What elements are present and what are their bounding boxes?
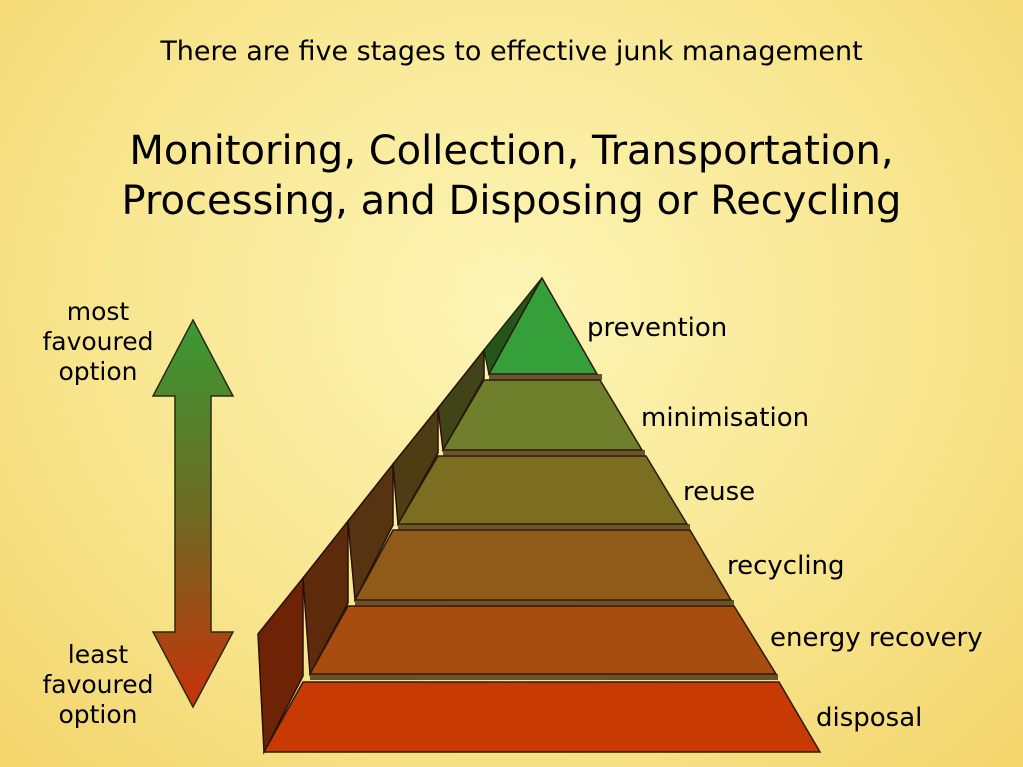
least-favoured-line-1: least — [67, 640, 129, 669]
side-face-minimisation — [437, 347, 485, 453]
page-title: Monitoring, Collection, Transportation, … — [0, 126, 1023, 226]
title-line-2: Processing, and Disposing or Recycling — [121, 178, 902, 224]
double-arrow-icon — [151, 318, 235, 709]
tier-reuse — [396, 455, 689, 525]
tier-energy-recovery — [308, 605, 778, 675]
side-face-disposal — [257, 575, 304, 755]
tier-label-reuse: reuse — [683, 477, 755, 507]
tier-label-minimisation: minimisation — [641, 403, 809, 433]
tier-ledge — [310, 674, 778, 680]
title-line-1: Monitoring, Collection, Transportation, — [129, 128, 894, 174]
tier-ledge — [443, 450, 645, 456]
least-favoured-line-2: favoured — [42, 670, 154, 699]
most-favoured-label: most favoured option — [23, 297, 173, 387]
most-favoured-line-1: most — [66, 297, 130, 326]
tier-disposal — [262, 681, 822, 753]
least-favoured-line-3: option — [58, 700, 138, 729]
tier-ledge — [398, 524, 690, 530]
side-face-recycling — [347, 461, 394, 603]
tier-label-disposal: disposal — [816, 703, 922, 733]
tier-label-energy-recovery: energy recovery — [770, 623, 983, 653]
tier-label-prevention: prevention — [587, 313, 727, 343]
most-favoured-line-2: favoured — [42, 327, 154, 356]
least-favoured-label: least favoured option — [23, 640, 173, 730]
tier-label-recycling: recycling — [727, 551, 845, 581]
subtitle: There are five stages to effective junk … — [160, 36, 863, 67]
side-face-reuse — [392, 405, 439, 527]
side-face-energy-recovery — [302, 518, 349, 677]
pyramid-front-faces — [262, 276, 822, 753]
tier-ledge — [489, 374, 602, 380]
most-favoured-line-3: option — [58, 357, 138, 386]
tier-ledge — [355, 600, 734, 606]
tier-recycling — [353, 529, 733, 601]
